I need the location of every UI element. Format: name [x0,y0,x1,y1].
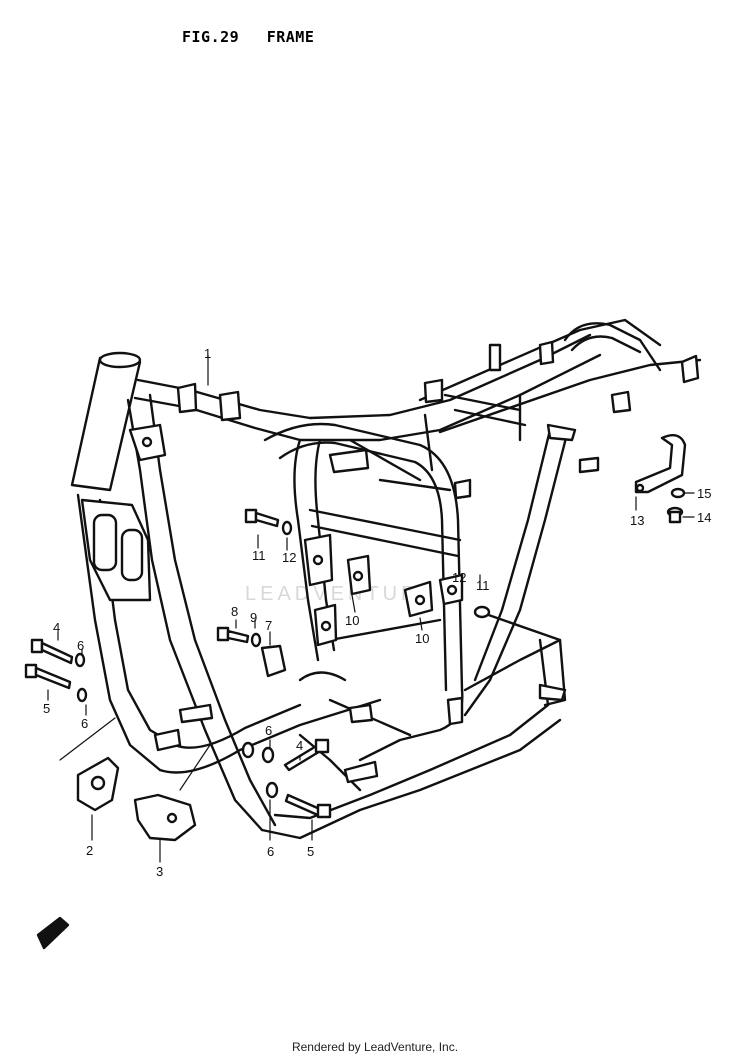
part-4-bolt-lower [283,738,330,772]
part-4-bolt-left [30,638,74,665]
part-9-washer [250,632,262,648]
part-6-washers-left [74,652,88,703]
part-8-bolt [216,626,250,644]
front-gusset-plate [80,498,152,602]
part-15-nut [670,487,686,499]
callout-14: 14 [697,510,711,525]
mounting-brackets [128,340,700,784]
figure-title: FIG.29 FRAME [182,28,332,46]
callout-2: 2 [86,843,93,858]
callout-10-left: 10 [345,613,359,628]
part-12-washer-upper [281,520,293,536]
footer-credit: Rendered by LeadVenture, Inc. [291,1040,459,1054]
callout-9: 9 [250,610,257,625]
watermark-text: LEADVENTURE [245,583,437,605]
callout-6-lower: 6 [267,844,274,859]
front-direction-arrow [36,916,70,950]
part-13-rear-bracket [634,434,687,494]
steering-head [70,351,142,492]
callout-12-left: 12 [282,550,296,565]
callout-10-right: 10 [415,631,429,646]
callout-6-left-upper: 6 [77,638,84,653]
front-loop [158,698,382,774]
callout-4-lower: 4 [296,738,303,753]
callout-3: 3 [156,864,163,879]
part-5-bolt-lower [284,793,332,819]
callout-13: 13 [630,513,644,528]
callout-5-lower: 5 [307,844,314,859]
part-2-mount-plate [76,756,120,812]
callout-6-lower-upper: 6 [265,723,272,738]
callout-11-right: 11 [476,578,490,593]
part-3-bracket [133,793,197,842]
cross-members [298,393,527,737]
part-11-bolt-upper [244,508,280,528]
part-7-plate [260,644,287,678]
top-tubes [133,318,702,442]
rear-down-tubes [423,393,570,717]
part-5-bolt-left [24,663,72,690]
callout-15: 15 [697,486,711,501]
callout-7: 7 [265,618,272,633]
figure-number: FIG.29 [182,28,240,46]
callout-8: 8 [231,604,238,619]
callout-6-left-lower: 6 [81,716,88,731]
callout-12-right: 12 [452,570,466,585]
callout-11-left: 11 [252,548,266,563]
tail-hoop [563,322,662,372]
leader-lines [47,354,695,863]
figure-name: FRAME [266,28,315,46]
callout-labels: 1 2 3 4 5 6 6 7 8 9 10 10 11 12 12 11 13… [43,346,711,879]
part-14-bolt [666,506,684,524]
callout-1: 1 [204,346,211,361]
part-6-washers-lower [241,741,279,799]
callout-5-left: 5 [43,701,50,716]
callout-4-left: 4 [53,620,60,635]
